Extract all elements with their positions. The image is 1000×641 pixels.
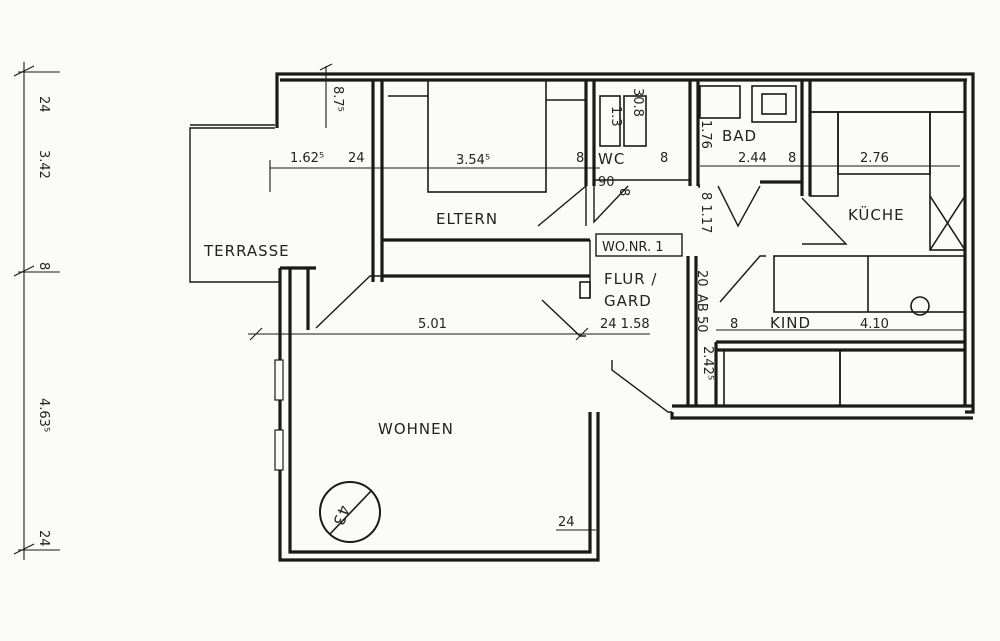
dim-8-c: 8: [788, 151, 796, 166]
dim-1625: 1.62⁵: [290, 151, 324, 166]
dim-24158: 24 1.58: [600, 317, 650, 332]
dim-133: 1.3: [608, 106, 623, 127]
dim-410: 4.10: [860, 317, 889, 332]
dim-left-24-bottom: 24: [36, 530, 51, 547]
dim-24-b: 24: [558, 515, 575, 530]
room-label-kind: KIND: [770, 314, 811, 332]
dim-8-d: 8: [730, 317, 738, 332]
room-label-wohnen: WOHNEN: [378, 420, 454, 438]
unit-label: WO.NR. 1: [602, 240, 664, 255]
dim-501: 5.01: [418, 317, 447, 332]
unit-label-box: [595, 233, 683, 257]
dim-left-4635: 4.63⁵: [36, 398, 51, 432]
room-label-wc: WC: [598, 150, 625, 168]
windows-wohnen: [274, 359, 284, 471]
dim-3545: 3.54⁵: [456, 153, 490, 168]
dim-left-8: 8: [36, 262, 51, 270]
room-label-terrasse: TERRASSE: [203, 242, 290, 260]
stamp-slash: [329, 489, 373, 535]
room-label-eltern: ELTERN: [436, 210, 498, 228]
dim-8-a: 8: [576, 151, 584, 166]
terrace-outline: [189, 124, 280, 283]
room-label-kueche: KÜCHE: [848, 205, 905, 224]
dim-276: 2.76: [860, 151, 889, 166]
dim-left-342: 3.42: [36, 150, 51, 179]
dim-8-wc: 8: [616, 188, 631, 196]
dim-left-24-top: 24: [36, 96, 51, 113]
room-label-flur: FLUR /: [604, 270, 657, 288]
dim-176: 1.76: [698, 120, 713, 149]
dim-117: 8 1.17: [698, 192, 713, 233]
room-label-gard: GARD: [604, 292, 652, 310]
doors: [315, 184, 848, 337]
exterior-walls: [275, 72, 975, 562]
dim-20: 20: [694, 270, 709, 287]
horizontal-dimension-lines: [248, 63, 965, 531]
stamp-circle: [319, 481, 381, 543]
dim-50: 50: [694, 316, 709, 333]
dim-24-a: 24: [348, 151, 365, 166]
dim-ab: AB: [694, 294, 709, 312]
dim-8-b: 8: [660, 151, 668, 166]
dim-90: 90: [598, 175, 615, 190]
left-dimension-chain: [13, 62, 60, 560]
dim-875: 8.7⁵: [330, 86, 345, 112]
dim-244: 2.44: [738, 151, 767, 166]
room-label-bad: BAD: [722, 127, 757, 145]
furniture: [388, 79, 966, 407]
dim-308: 30.8: [630, 88, 645, 117]
dim-2425: 2.42⁵: [700, 346, 715, 380]
